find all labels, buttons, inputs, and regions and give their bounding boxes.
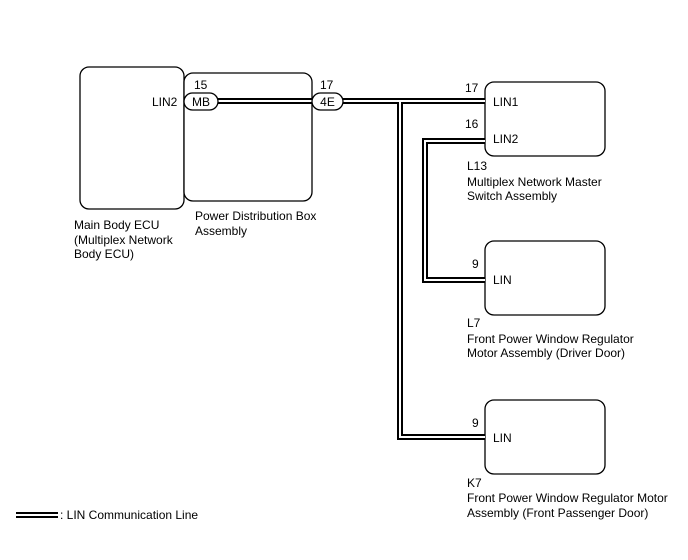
driver-motor-name-line2: Motor Assembly (Driver Door) [467, 346, 625, 360]
master-switch-code: L13 [467, 159, 487, 173]
driver-motor-name-line1: Front Power Window Regulator [467, 332, 634, 346]
pin-number-lin1: 17 [465, 81, 479, 95]
pin-number-4e: 17 [320, 78, 334, 92]
main-ecu-name-line3: Body ECU) [74, 247, 134, 261]
master-switch-pin2-label: LIN2 [493, 132, 519, 146]
lin-wires [218, 98, 485, 440]
passenger-motor-name-line2: Assembly (Front Passenger Door) [467, 506, 648, 520]
power-distribution-box [183, 72, 313, 202]
legend: : LIN Communication Line [16, 508, 198, 522]
master-switch-name-line2: Switch Assembly [467, 189, 557, 203]
pin-number-mb: 15 [194, 78, 208, 92]
passenger-motor-code: K7 [467, 476, 482, 490]
connector-4e-label: 4E [320, 95, 335, 109]
connector-4e [311, 92, 344, 111]
main-body-ecu-box [79, 66, 185, 210]
power-box-name-line1: Power Distribution Box [195, 209, 316, 223]
master-switch-pin1-label: LIN1 [493, 95, 519, 109]
connector-mb-label: MB [192, 95, 210, 109]
main-ecu-name-line1: Main Body ECU [74, 218, 159, 232]
pin-number-passenger-lin: 9 [472, 416, 479, 430]
pin-number-lin2: 16 [465, 117, 479, 131]
master-switch-box [484, 81, 606, 157]
passenger-motor-pin-label: LIN [493, 431, 512, 445]
main-ecu-name-line2: (Multiplex Network [74, 233, 174, 247]
connector-mb [183, 92, 219, 111]
pin-number-driver-lin: 9 [472, 257, 479, 271]
master-switch-name-line1: Multiplex Network Master [467, 175, 602, 189]
main-ecu-pin-label: LIN2 [152, 95, 178, 109]
driver-motor-code: L7 [467, 316, 481, 330]
power-box-name-line2: Assembly [195, 224, 247, 238]
passenger-motor-name-line1: Front Power Window Regulator Motor [467, 491, 668, 505]
driver-motor-pin-label: LIN [493, 273, 512, 287]
legend-text: : LIN Communication Line [60, 508, 198, 522]
